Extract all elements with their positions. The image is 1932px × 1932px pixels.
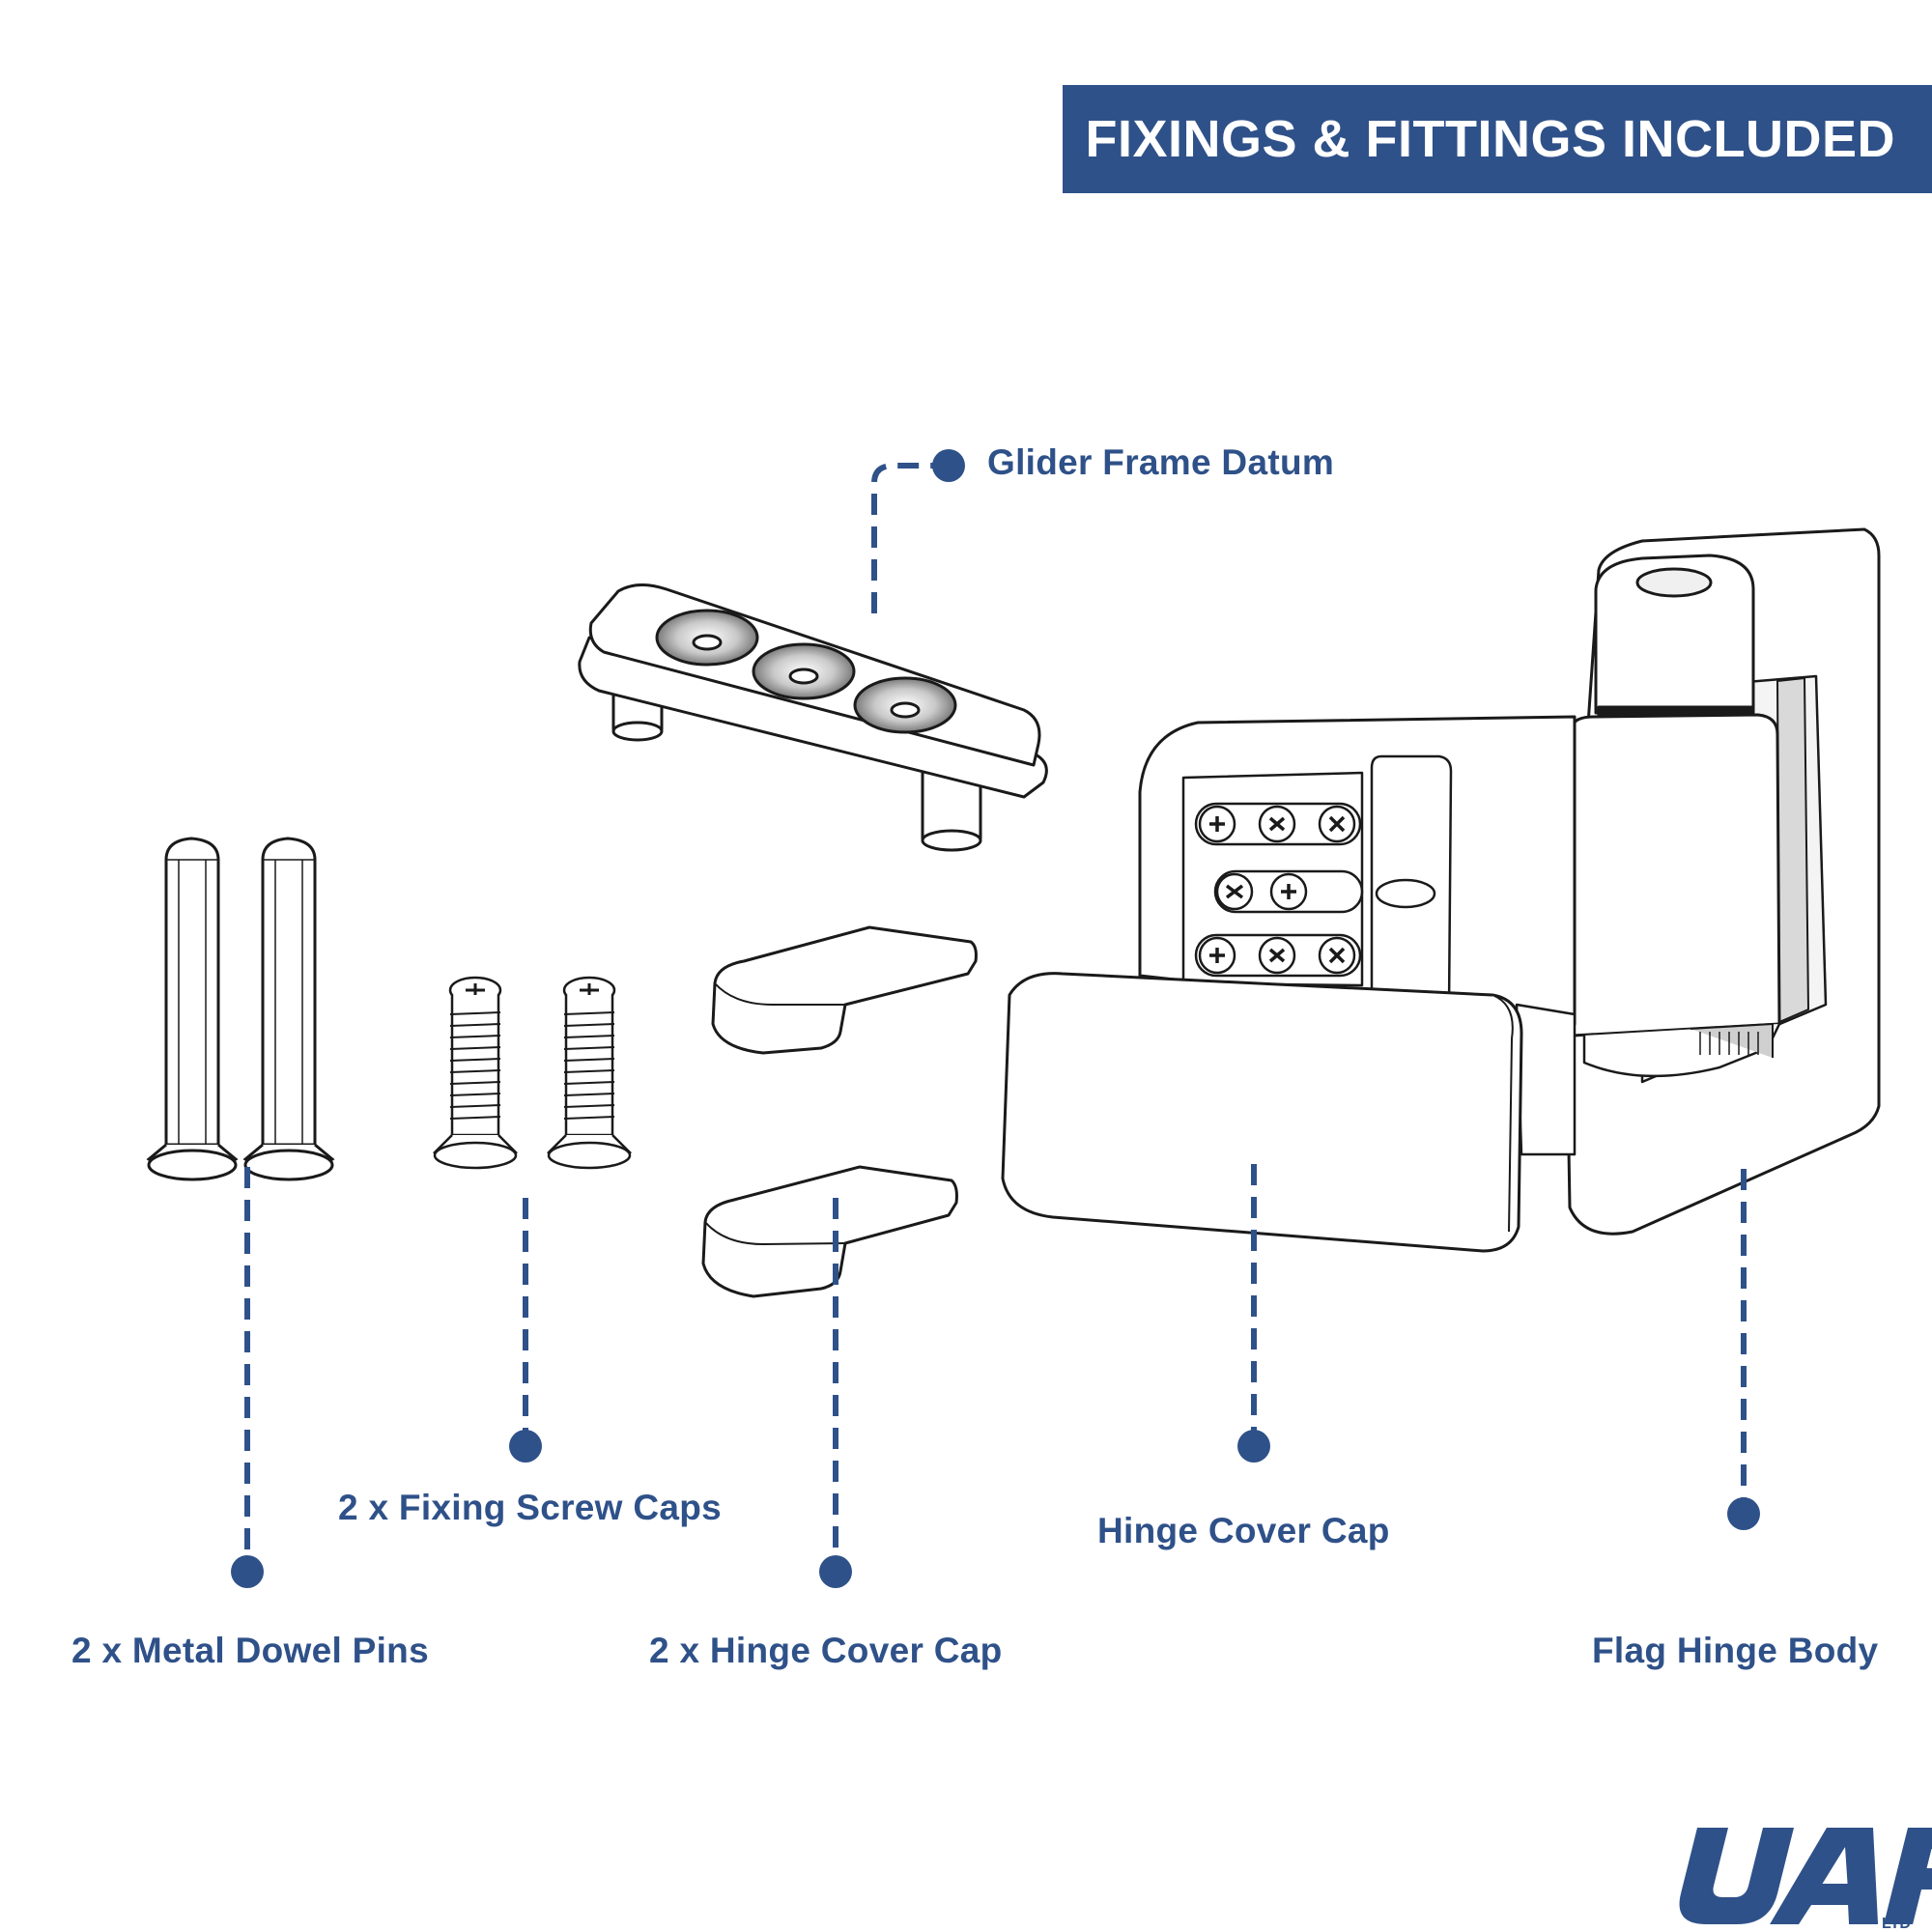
label-hinge-cover-caps: 2 x Hinge Cover Cap — [649, 1631, 1003, 1670]
fixing-screw-left — [432, 976, 519, 1170]
label-glider-frame-datum: Glider Frame Datum — [987, 442, 1335, 482]
dot-hinge-cover-cap — [1237, 1430, 1270, 1463]
dot-hinge-cover-caps — [819, 1555, 852, 1588]
small-hinge-cover-caps-part — [701, 925, 978, 1298]
label-flag-hinge-body: Flag Hinge Body — [1592, 1631, 1879, 1670]
header-title: FIXINGS & FITTINGS INCLUDED — [1085, 110, 1895, 168]
label-hinge-cover-cap: Hinge Cover Cap — [1097, 1511, 1390, 1550]
leader-glider-frame-datum — [871, 463, 945, 613]
dot-metal-dowel-pins — [231, 1555, 264, 1588]
uap-logo: LTD — [1679, 1828, 1932, 1932]
logo-suffix: LTD — [1882, 1916, 1911, 1932]
label-fixing-screw-caps: 2 x Fixing Screw Caps — [338, 1488, 723, 1527]
metal-dowel-pins-part — [146, 837, 335, 1181]
label-metal-dowel-pins: 2 x Metal Dowel Pins — [71, 1631, 429, 1670]
dot-glider-frame-datum — [932, 449, 965, 482]
dowel-pin-right — [242, 837, 335, 1181]
fixing-screw-right — [546, 976, 633, 1170]
fixing-screws-part — [432, 976, 633, 1170]
callout-dots — [231, 449, 1760, 1588]
header-banner: FIXINGS & FITTINGS INCLUDED — [1063, 85, 1932, 193]
dowel-pin-left — [146, 837, 239, 1181]
small-cover-cap-bottom — [701, 1165, 958, 1298]
dot-flag-hinge-body — [1727, 1497, 1760, 1530]
callout-leaders — [244, 463, 1747, 1570]
dot-fixing-screw-caps — [509, 1430, 542, 1463]
flag-hinge-body-part — [1001, 527, 1881, 1253]
glider-frame-datum-part — [578, 583, 1048, 852]
small-cover-cap-top — [711, 925, 978, 1055]
